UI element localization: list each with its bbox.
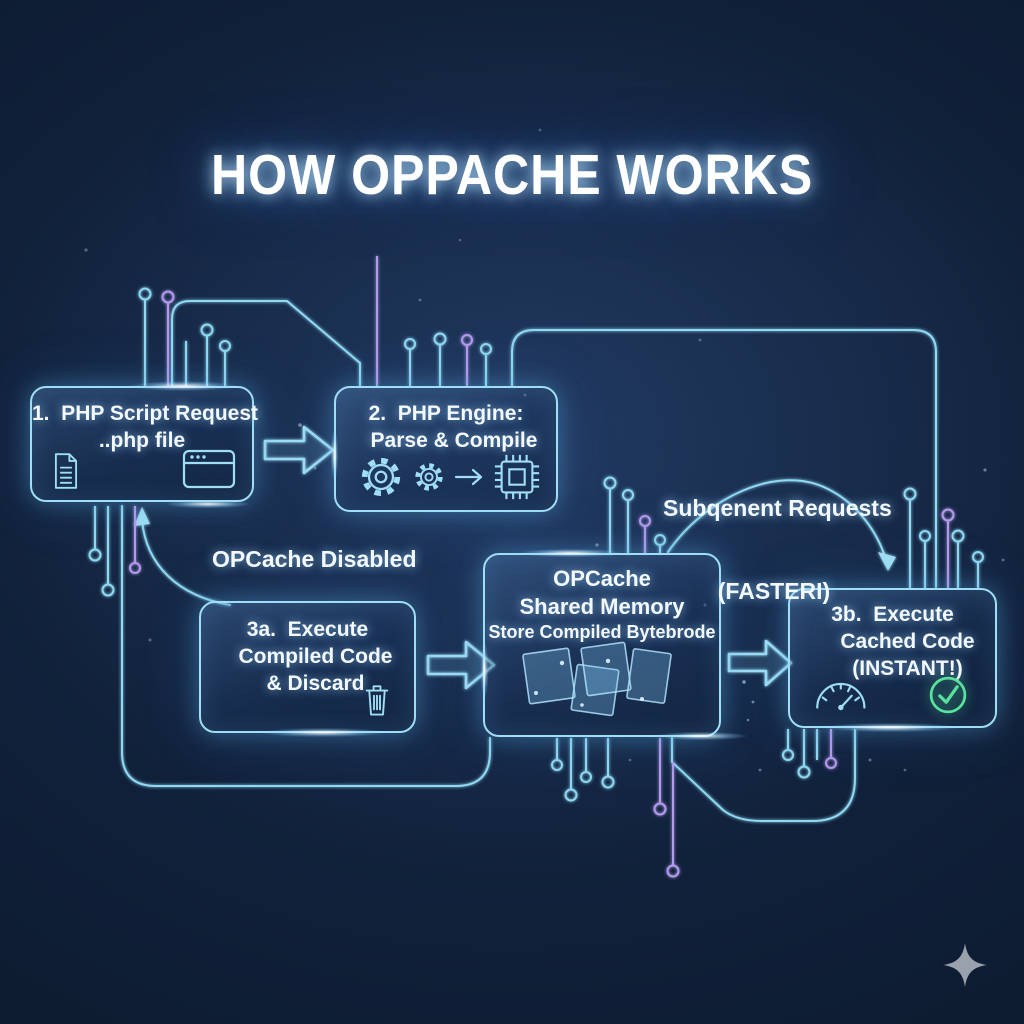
step2-box: 2. PHP Engine: Parse & Compile (334, 386, 558, 512)
gear-icon (361, 457, 401, 497)
memory-panels-icon (522, 641, 672, 717)
arrowhead-down (878, 552, 896, 571)
step3a-box: 3a. Execute Compiled Code & Discard (199, 601, 416, 733)
flow-arrow-1 (263, 425, 335, 475)
gear-icon-small (415, 463, 443, 491)
step2-line2: Parse & Compile (370, 428, 538, 452)
flow-arrow-3 (727, 639, 793, 687)
step1-line2: ..php file (98, 428, 186, 452)
subsequent-requests-line1: Subqenent Requests (663, 495, 892, 522)
step1-box: 1. PHP Script Request ..php file (30, 386, 259, 502)
step3b-line3: (INSTANT!) (852, 656, 963, 680)
opcache-line1: OPCache (553, 566, 651, 591)
step2-line1: 2. PHP Engine: (368, 402, 524, 425)
trash-icon (365, 685, 389, 716)
connector-bottom-u (671, 729, 856, 822)
step1-line1: 1. PHP Script Request (32, 402, 259, 425)
step3a-line2: Compiled Code (238, 644, 393, 668)
check-circle-icon (929, 676, 967, 714)
step3b-line1: 3b. Execute (831, 603, 954, 626)
connector-fast-path (511, 329, 937, 588)
chip-icon (494, 454, 540, 500)
step3b-line2: Cached Code (840, 629, 975, 653)
opcache-line3: Store Compiled Bytebrode (488, 622, 716, 643)
step3a-line3: & Discard (266, 671, 365, 695)
page-title: HOW OPPACHE WORKS (210, 143, 814, 208)
arrow-subsequent-requests (667, 479, 887, 561)
opcache-memory-box: OPCache Shared Memory Store Compiled Byt… (483, 553, 721, 737)
arrow-right-icon (454, 468, 483, 486)
subsequent-requests-line2: (FASTERI) (717, 577, 831, 604)
step3a-line1: 3a. Execute (246, 618, 369, 641)
subsequent-requests-label: Subqenent Requests (FASTERI) (663, 440, 892, 661)
connector-bottom-loop (121, 505, 491, 787)
connector-box1-box2-top (171, 300, 361, 387)
document-icon (54, 453, 78, 489)
step3b-box: 3b. Execute Cached Code (INSTANT!) (788, 588, 997, 728)
sparkle-icon (943, 943, 987, 987)
opcache-line2: Shared Memory (519, 594, 685, 620)
browser-window-icon (182, 449, 236, 489)
speedometer-icon (816, 682, 866, 711)
opcache-disabled-label: OPCache Disabled (212, 546, 417, 572)
arrowhead-up (134, 507, 150, 526)
